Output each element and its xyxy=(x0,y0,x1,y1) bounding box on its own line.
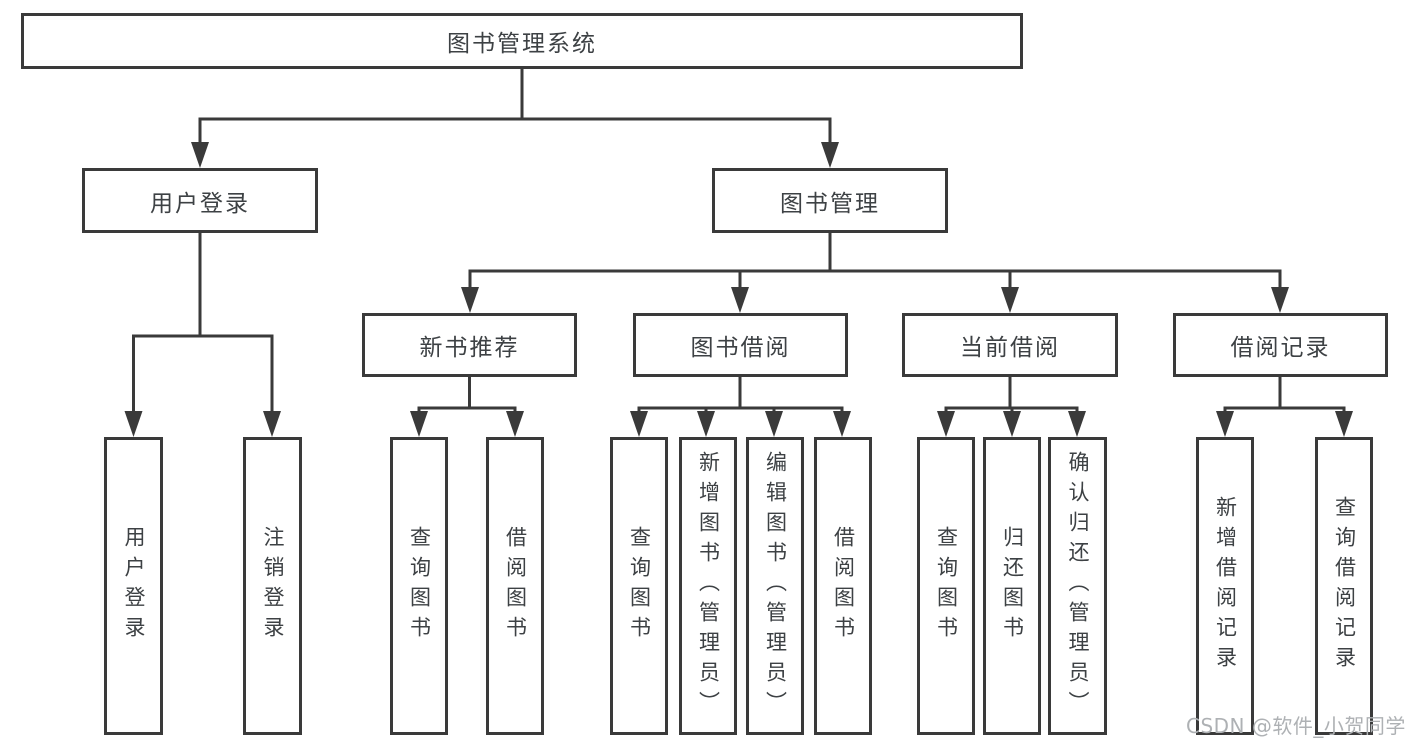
leaf-add-books-admin: 新增图书（管理员） xyxy=(679,437,737,735)
leaf-logout-label: 注销登录 xyxy=(261,526,285,646)
leaf-add-borrow-record: 新增借阅记录 xyxy=(1196,437,1254,735)
leaf-query-borrow-record: 查询借阅记录 xyxy=(1315,437,1373,735)
leaf-add-books-admin-label: 新增图书（管理员） xyxy=(696,451,721,721)
node-book-borrowing-label: 图书借阅 xyxy=(690,335,791,361)
leaf-edit-books-admin: 编辑图书（管理员） xyxy=(746,437,804,735)
leaf-return-books: 归还图书 xyxy=(983,437,1041,735)
leaf-borrow-books-newbooks-label: 借阅图书 xyxy=(503,526,528,646)
leaf-user-login: 用户登录 xyxy=(104,437,163,735)
node-root: 图书管理系统 xyxy=(21,13,1023,69)
leaf-query-books-borrow: 查询图书 xyxy=(610,437,668,735)
leaf-borrow-books: 借阅图书 xyxy=(814,437,872,735)
node-borrowing-records: 借阅记录 xyxy=(1173,313,1388,377)
node-book-borrowing: 图书借阅 xyxy=(633,313,848,377)
node-new-book-recommendation-label: 新书推荐 xyxy=(419,335,520,361)
leaf-logout: 注销登录 xyxy=(243,437,302,735)
node-new-book-recommendation: 新书推荐 xyxy=(362,313,577,377)
leaf-query-books-newbooks-label: 查询图书 xyxy=(407,526,432,646)
leaf-edit-books-admin-label: 编辑图书（管理员） xyxy=(763,451,788,721)
node-book-management-label: 图书管理 xyxy=(780,190,880,217)
leaf-add-borrow-record-label: 新增借阅记录 xyxy=(1213,496,1238,676)
leaf-confirm-return-admin: 确认归还（管理员） xyxy=(1048,437,1107,735)
watermark: CSDN @软件_小贺同学 xyxy=(1186,714,1405,738)
leaf-return-books-label: 归还图书 xyxy=(1000,526,1025,646)
node-user-login: 用户登录 xyxy=(82,168,318,233)
leaf-query-books-borrow-label: 查询图书 xyxy=(627,526,652,646)
leaf-user-login-label: 用户登录 xyxy=(122,526,146,646)
node-current-borrowing: 当前借阅 xyxy=(902,313,1118,377)
node-book-management: 图书管理 xyxy=(712,168,948,233)
node-root-label: 图书管理系统 xyxy=(447,31,597,57)
node-current-borrowing-label: 当前借阅 xyxy=(960,335,1060,361)
node-borrowing-records-label: 借阅记录 xyxy=(1230,335,1331,361)
leaf-query-books-newbooks: 查询图书 xyxy=(390,437,448,735)
leaf-query-books-current: 查询图书 xyxy=(917,437,975,735)
leaf-borrow-books-newbooks: 借阅图书 xyxy=(486,437,544,735)
leaf-borrow-books-label: 借阅图书 xyxy=(831,526,856,646)
node-user-login-label: 用户登录 xyxy=(150,190,250,217)
leaf-query-books-current-label: 查询图书 xyxy=(934,526,959,646)
leaf-confirm-return-admin-label: 确认归还（管理员） xyxy=(1066,451,1090,721)
leaf-query-borrow-record-label: 查询借阅记录 xyxy=(1332,496,1357,676)
